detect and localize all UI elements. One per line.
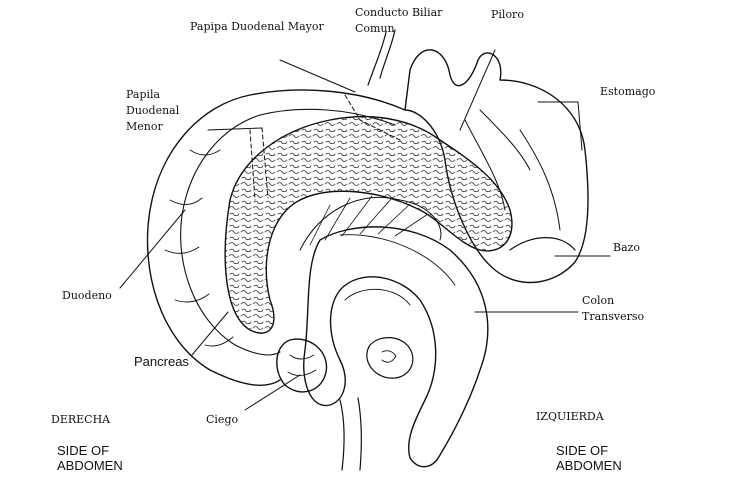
label-papila-menor-line2: Duodenal <box>126 104 180 117</box>
label-side-right-line2: ABDOMEN <box>57 458 123 473</box>
label-papila-menor-line3: Menor <box>126 120 163 133</box>
label-colon-line1: Colon <box>582 294 615 307</box>
label-conducto-line1: Conducto Biliar <box>355 6 443 19</box>
label-conducto-biliar-comun: Conducto Biliar Comun <box>355 5 442 37</box>
pancreas-shape <box>224 115 513 334</box>
label-side-left-line2: ABDOMEN <box>556 458 622 473</box>
label-colon-transverso: Colon Transverso <box>582 293 644 325</box>
label-piloro: Piloro <box>491 8 524 21</box>
label-papila-duodenal-menor: Papila Duodenal Menor <box>126 87 179 135</box>
label-bazo: Bazo <box>613 241 641 254</box>
label-ciego: Ciego <box>206 413 239 426</box>
label-papila-menor-line1: Papila <box>126 88 161 101</box>
colon-shape <box>303 226 489 468</box>
label-izquierda: IZQUIERDA <box>536 410 604 423</box>
label-colon-line2: Transverso <box>582 310 645 323</box>
cecum-shape <box>276 338 328 393</box>
label-papila-duodenal-mayor: Papipa Duodenal Mayor <box>190 20 324 33</box>
label-conducto-line2: Comun <box>355 22 395 35</box>
label-side-of-abdomen-right: SIDE OF ABDOMEN <box>57 443 123 473</box>
label-estomago: Estomago <box>600 85 656 98</box>
label-side-right-line1: SIDE OF <box>57 443 110 458</box>
label-duodeno: Duodeno <box>62 289 112 302</box>
label-pancreas: Pancreas <box>134 354 189 369</box>
label-derecha: DERECHA <box>51 413 111 426</box>
duodenum-shape <box>146 89 406 386</box>
label-side-left-line1: SIDE OF <box>556 443 609 458</box>
label-side-of-abdomen-left: SIDE OF ABDOMEN <box>556 443 622 473</box>
